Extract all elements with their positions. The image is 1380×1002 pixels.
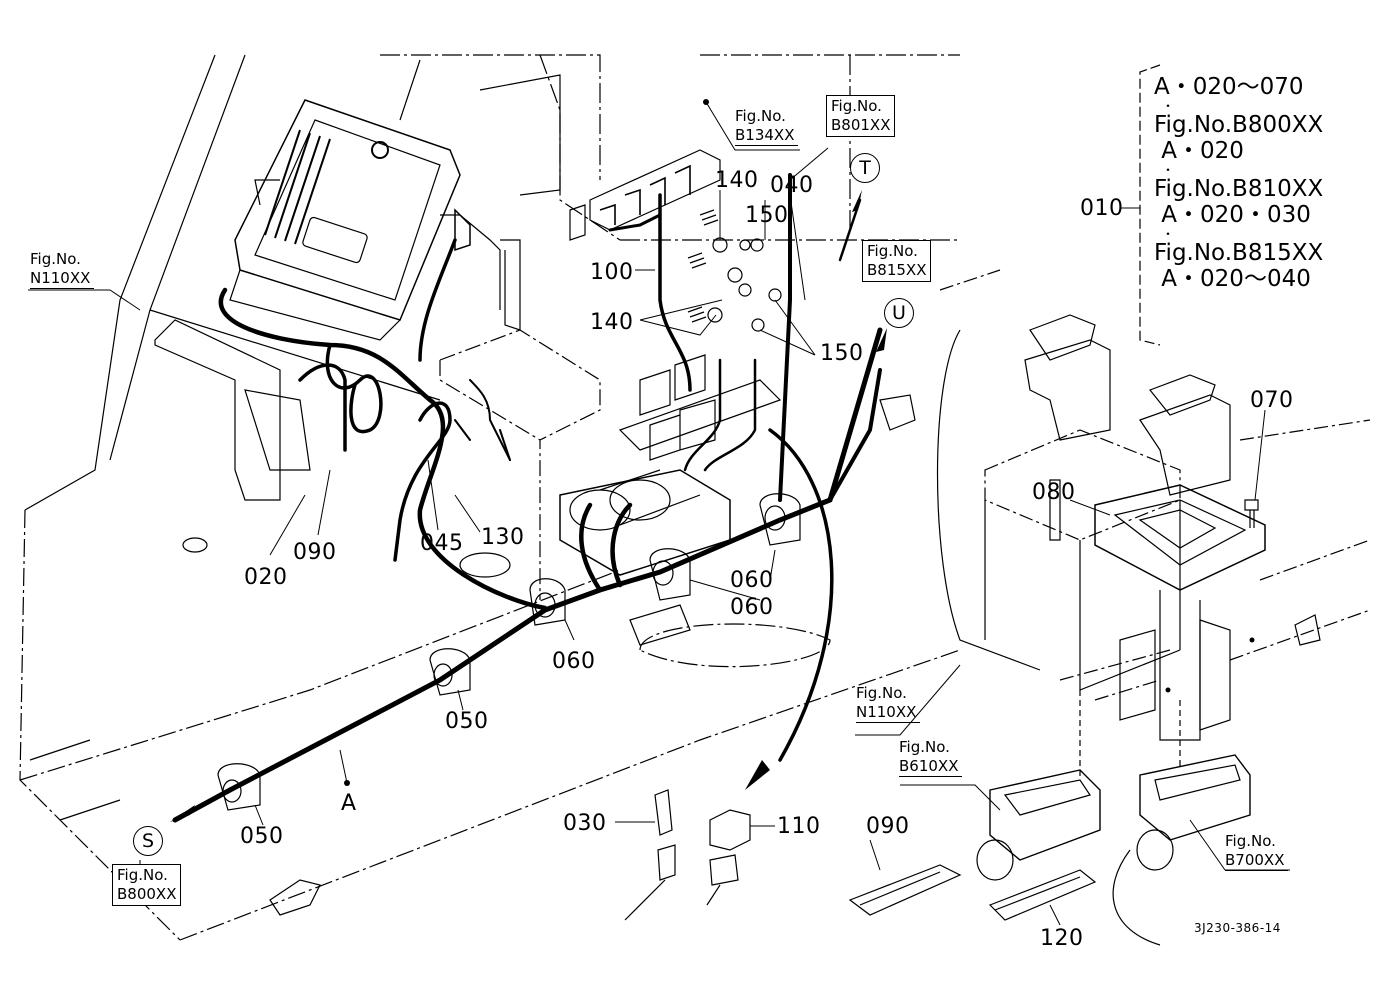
note-line: Fig.No.B800XX (1154, 112, 1324, 138)
part-label-060-right-top: 060 (730, 568, 774, 593)
note-line: ・ (1162, 99, 1175, 113)
note-line: Fig.No.B815XX (1154, 240, 1324, 266)
part-label-070: 090 (293, 540, 337, 565)
fig-ref-B134XX[interactable]: Fig.No. B134XX (735, 107, 799, 146)
part-label-140-bottom: 140 (590, 310, 634, 335)
part-label-090-right: 120 (1040, 926, 1084, 951)
connector-upper-left (1024, 339, 1111, 441)
part-label-150-bottom: 150 (820, 341, 864, 366)
connector-marker-U: U (884, 298, 914, 328)
fig-ref-N110XX-right[interactable]: Fig.No. N110XX (856, 684, 921, 723)
arrow-down-110 (745, 760, 770, 790)
clamp-050-a (429, 648, 471, 696)
fig-ref-B800XX[interactable]: Fig.No. B800XX (112, 864, 182, 906)
note-line: A・020・030 (1154, 202, 1311, 228)
clamp-060-c (759, 493, 801, 546)
part-label-060-left: 060 (552, 649, 596, 674)
fastener-group (687, 209, 782, 332)
part-label-050-upper: 050 (445, 709, 489, 734)
part-label-090-left: 090 (866, 814, 910, 839)
part-label-100: 100 (590, 260, 634, 285)
fig-ref-B801XX[interactable]: Fig.No. B801XX (826, 95, 896, 137)
part-label-130: 130 (481, 525, 525, 550)
note-bracket (1139, 64, 1161, 346)
arrow-to-T (852, 190, 862, 212)
pedestal-assembly (984, 429, 1266, 741)
cover-090-b (988, 869, 1097, 921)
cover-090-a (848, 864, 962, 916)
part-label-140-top: 140 (715, 168, 759, 193)
note-line: Fig.No.B810XX (1154, 176, 1324, 202)
note-line: A・020～070 (1154, 74, 1304, 100)
connector-marker-T: T (850, 153, 880, 183)
fig-ref-B700XX[interactable]: Fig.No. B700XX (1225, 832, 1289, 871)
routing-arrow (768, 428, 834, 762)
part-label-010: 010 (1080, 196, 1124, 221)
drawing-code: 3J230-386-14 (1194, 921, 1281, 935)
part-label-A: A (341, 791, 357, 816)
part-label-120: 070 (1250, 388, 1294, 413)
part-label-110: 110 (777, 814, 821, 839)
left-bracket (154, 319, 281, 501)
note-line: ・ (1162, 227, 1175, 241)
part-label-080: 080 (1032, 480, 1076, 505)
part-label-040: 040 (770, 173, 814, 198)
ecu-unit (229, 99, 501, 341)
relay-block (569, 149, 721, 241)
clamp-050-b (217, 763, 261, 811)
body-panel-left (24, 54, 441, 511)
part-label-020: 020 (244, 565, 288, 590)
mounting-plate (439, 329, 601, 600)
arrow-to-U (876, 328, 887, 352)
part-label-150-top: 150 (745, 203, 789, 228)
connector-marker-S: S (133, 826, 163, 856)
note-line: A・020～040 (1154, 266, 1311, 292)
lower-connector-blocks (976, 754, 1251, 946)
clamp-060-a (529, 578, 566, 626)
relay-harness-100 (658, 193, 692, 392)
note-line: A・020 (1154, 138, 1244, 164)
note-line: ・ (1162, 163, 1175, 177)
part-label-050-lower: 050 (240, 824, 284, 849)
fig-ref-B815XX[interactable]: Fig.No. B815XX (862, 240, 932, 282)
arrow-to-S (170, 805, 195, 822)
part-label-045: 045 (420, 531, 464, 556)
fig-ref-N110XX-left[interactable]: Fig.No. N110XX (30, 250, 95, 289)
cap-110 (709, 809, 751, 851)
part-label-060-right-bottom: 060 (730, 595, 774, 620)
ecu-harness (218, 287, 548, 611)
fig-ref-B610XX[interactable]: Fig.No. B610XX (899, 738, 963, 777)
connector-030 (654, 789, 673, 836)
part-label-030: 030 (563, 811, 607, 836)
assembly-note: A・020～070 ・ Fig.No.B800XX A・020 ・ Fig.No… (1154, 74, 1323, 292)
connector-upper-right (1139, 394, 1231, 496)
bolt-120 (1244, 499, 1259, 528)
clamp-060-b (649, 548, 691, 601)
